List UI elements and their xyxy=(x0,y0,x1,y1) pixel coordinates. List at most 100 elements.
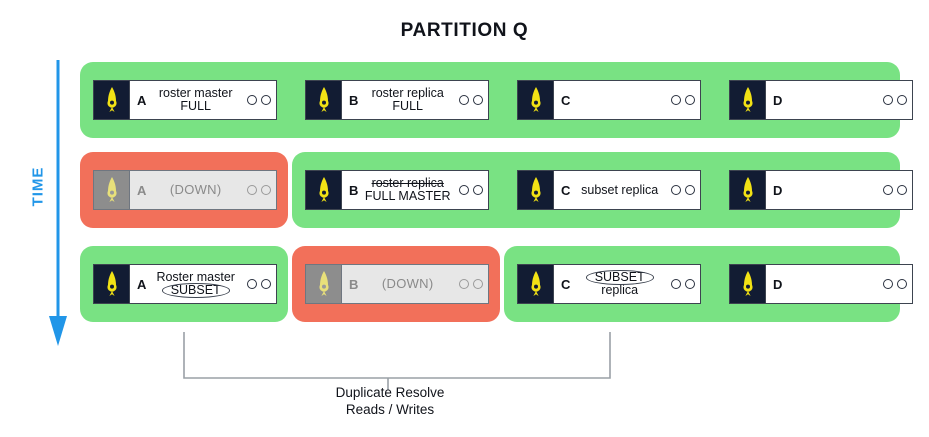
rocket-icon xyxy=(94,265,130,303)
status-dot-group xyxy=(457,279,483,289)
status-dot-icon xyxy=(473,185,483,195)
node-body: B (DOWN) xyxy=(342,265,488,303)
rocket-icon xyxy=(518,171,554,209)
node-c[interactable]: C xyxy=(517,80,701,120)
status-dot-group xyxy=(669,185,695,195)
node-status-text: subset replica xyxy=(581,182,659,197)
node-d[interactable]: D xyxy=(729,80,913,120)
node-body: C xyxy=(554,81,700,119)
rocket-icon xyxy=(94,171,130,209)
status-dot-icon xyxy=(261,95,271,105)
status-dot-icon xyxy=(685,279,695,289)
rocket-icon xyxy=(518,81,554,119)
status-dot-icon xyxy=(883,95,893,105)
status-dot-icon xyxy=(247,185,257,195)
node-letter: B xyxy=(349,182,359,198)
status-dot-icon xyxy=(897,185,907,195)
rocket-icon xyxy=(730,81,766,119)
status-dot-group xyxy=(881,185,907,195)
rocket-icon xyxy=(306,265,342,303)
node-letter: D xyxy=(773,182,783,198)
status-dot-icon xyxy=(473,95,483,105)
node-letter: D xyxy=(773,276,783,292)
status-dot-icon xyxy=(459,95,469,105)
rocket-icon xyxy=(94,81,130,119)
rocket-icon xyxy=(518,265,554,303)
status-dot-icon xyxy=(671,95,681,105)
status-dot-icon xyxy=(671,185,681,195)
node-body: D xyxy=(766,81,912,119)
status-dot-group xyxy=(245,185,271,195)
node-letter: A xyxy=(137,92,147,108)
status-dot-icon xyxy=(459,185,469,195)
node-body: D xyxy=(766,265,912,303)
status-dot-icon xyxy=(671,279,681,289)
rocket-icon xyxy=(306,171,342,209)
node-letter: C xyxy=(561,276,571,292)
node-d[interactable]: D xyxy=(729,264,913,304)
node-d[interactable]: D xyxy=(729,170,913,210)
annotation-line-1: Duplicate Resolve xyxy=(335,385,445,400)
node-body: D xyxy=(766,171,912,209)
rocket-icon xyxy=(730,171,766,209)
rocket-icon xyxy=(730,265,766,303)
status-dot-icon xyxy=(897,95,907,105)
duplicate-resolve-connector xyxy=(183,332,611,390)
time-arrow-icon xyxy=(49,60,67,346)
node-b[interactable]: B (DOWN) xyxy=(305,264,489,304)
status-dot-icon xyxy=(261,279,271,289)
status-dot-group xyxy=(881,279,907,289)
status-dot-icon xyxy=(897,279,907,289)
status-dot-group xyxy=(669,95,695,105)
status-dot-icon xyxy=(247,95,257,105)
time-axis: TIME xyxy=(24,58,86,348)
node-status-text: (DOWN) xyxy=(381,276,434,292)
status-dot-group xyxy=(245,95,271,105)
node-letter: C xyxy=(561,92,571,108)
status-dot-icon xyxy=(473,279,483,289)
status-dot-group xyxy=(881,95,907,105)
status-dot-icon xyxy=(459,279,469,289)
status-dot-icon xyxy=(261,185,271,195)
node-a[interactable]: A (DOWN) xyxy=(93,170,277,210)
status-dot-group xyxy=(245,279,271,289)
node-letter: B xyxy=(349,92,359,108)
node-letter: A xyxy=(137,182,147,198)
time-axis-label: TIME xyxy=(29,166,47,207)
node-body: A (DOWN) xyxy=(130,171,276,209)
status-dot-icon xyxy=(883,279,893,289)
node-letter: A xyxy=(137,276,147,292)
status-dot-group xyxy=(457,185,483,195)
node-letter: B xyxy=(349,276,359,292)
status-dot-icon xyxy=(685,185,695,195)
status-dot-group xyxy=(669,279,695,289)
status-dot-icon xyxy=(883,185,893,195)
annotation-caption: Duplicate Resolve Reads / Writes xyxy=(240,385,540,419)
page-title: PARTITION Q xyxy=(400,20,529,41)
annotation-line-2: Reads / Writes xyxy=(345,401,435,417)
status-dot-icon xyxy=(685,95,695,105)
status-dot-group xyxy=(457,95,483,105)
node-status-text: (DOWN) xyxy=(169,182,222,198)
node-letter: C xyxy=(561,182,571,198)
node-letter: D xyxy=(773,92,783,108)
status-dot-icon xyxy=(247,279,257,289)
